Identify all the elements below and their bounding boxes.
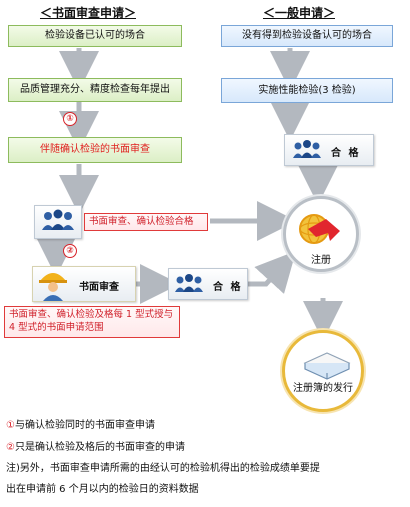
note-2-number: ②: [6, 442, 15, 453]
note-1: ①与确认检验同时的书面审查申请: [6, 418, 406, 433]
note-2: ②只是确认检验及格后的书面审查的申请: [6, 440, 406, 455]
note-review-range: 书面审查、确认检验及格每 1 型式授与 4 型式的书面申请范围: [4, 306, 180, 338]
box-review-with-confirmation: 伴随确认检验的书面审查: [8, 137, 182, 163]
header-general-application: ＜一般申请＞: [262, 6, 335, 20]
pass-panel-left: 合 格: [168, 268, 248, 300]
register-label: 注册: [311, 255, 331, 266]
book-icon: [303, 352, 351, 380]
arrow-pass-to-register: [248, 250, 297, 294]
document-review-panel: 书面审查: [32, 266, 136, 302]
note-2-text: 只是确认检验及格后的书面审查的申请: [14, 442, 185, 453]
label-review-passed: 书面审查、确认检验合格: [84, 213, 208, 231]
box-equipment-approved: 检验设备已认可的场合: [8, 25, 182, 47]
step-badge-1: ①: [63, 112, 77, 126]
header-document-review: ＜书面审查申请＞: [39, 6, 136, 20]
people-group-icon: [175, 274, 203, 292]
people-icon-panel-review: [34, 205, 82, 239]
pass-label-right: 合 格: [331, 148, 361, 159]
publish-label: 注册簿的发行: [293, 383, 353, 394]
box-equipment-not-approved: 没有得到检验设备认可的场合: [221, 25, 393, 47]
register-globe-icon: [299, 214, 340, 244]
box-quality-management: 品质管理充分、精度检查每年提出: [8, 78, 182, 102]
pass-label-left: 合 格: [213, 282, 243, 293]
pass-panel-right: 合 格: [284, 134, 374, 166]
register-circle: 注册: [283, 196, 359, 272]
step-badge-2: ②: [63, 244, 77, 258]
publish-circle: 注册簿的发行: [282, 330, 364, 412]
reviewer-icon: [39, 273, 67, 301]
note-3-line-1: 注)另外，书面审查申请所需的由经认可的检验机得出的检验成绩单要提: [6, 463, 320, 474]
people-group-icon: [42, 209, 74, 230]
doc-review-label: 书面审查: [79, 282, 119, 293]
note-3-line-2: 出在申请前 6 个月以内的检验日的资料数据: [6, 484, 199, 495]
note-1-number: ①: [6, 420, 15, 431]
note-1-text: 与确认检验同时的书面审查申请: [14, 420, 155, 431]
people-group-icon: [293, 140, 321, 158]
box-performance-test: 实施性能检验(3 检验): [221, 78, 393, 103]
